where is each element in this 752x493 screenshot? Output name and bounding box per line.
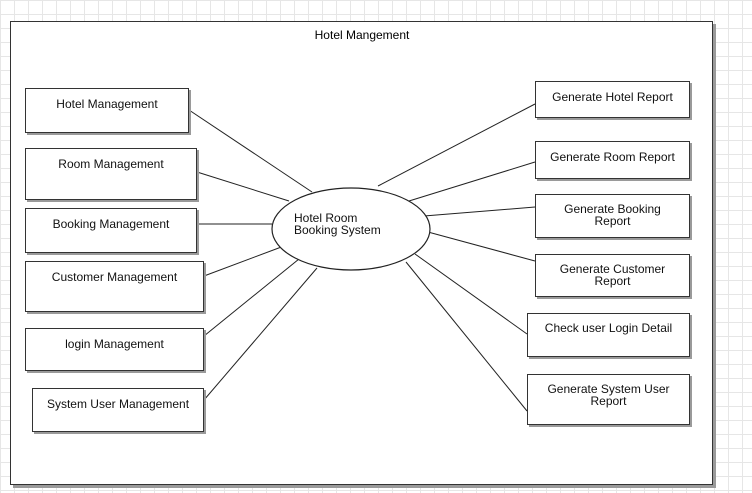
central-use-case-label: Hotel Room Booking System <box>294 211 381 237</box>
box-customer-management: Customer Management <box>25 261 204 312</box>
connector-login-management <box>203 258 300 337</box>
connector-check-user-login <box>414 253 528 335</box>
connector-room-management <box>196 171 290 202</box>
box-generate-booking-report: Generate Booking Report <box>535 194 690 238</box>
connector-generate-hotel-report <box>377 103 536 187</box>
box-hotel-management: Hotel Management <box>25 88 189 133</box>
box-label: Booking Management <box>52 217 170 231</box>
box-label: Generate Hotel Report <box>552 90 673 104</box>
box-label: System User Management <box>46 397 190 411</box>
box-label: Hotel Management <box>56 97 158 111</box>
box-login-management: login Management <box>25 328 204 371</box>
diagram-title: Hotel Mangement <box>314 28 410 42</box>
box-label: login Management <box>65 337 164 351</box>
connector-generate-booking-report <box>423 206 536 217</box>
connector-generate-system-user-report <box>405 261 528 412</box>
box-label: Check user Login Detail <box>544 321 673 335</box>
box-check-user-login-detail: Check user Login Detail <box>527 313 690 357</box>
central-use-case <box>271 187 431 271</box>
box-room-management: Room Management <box>25 148 197 200</box>
connector-generate-room-report <box>408 161 536 202</box>
box-system-user-management: System User Management <box>32 388 204 432</box>
box-generate-customer-report: Generate Customer Report <box>535 254 690 297</box>
box-label: Generate Booking Report <box>564 202 661 228</box>
box-generate-room-report: Generate Room Report <box>535 141 690 179</box>
connector-hotel-management <box>188 109 313 193</box>
box-label: Generate System User Report <box>547 382 670 408</box>
box-generate-hotel-report: Generate Hotel Report <box>535 81 690 118</box>
box-label: Generate Customer Report <box>559 262 666 288</box>
box-label: Room Management <box>58 157 164 171</box>
box-label: Customer Management <box>51 270 178 284</box>
box-label: Generate Room Report <box>550 150 675 164</box>
connector-system-user-management <box>203 267 318 401</box>
box-generate-system-user-report: Generate System User Report <box>527 374 690 425</box>
connector-generate-customer-report <box>427 231 536 262</box>
box-booking-management: Booking Management <box>25 208 197 253</box>
connector-customer-management <box>203 245 285 277</box>
